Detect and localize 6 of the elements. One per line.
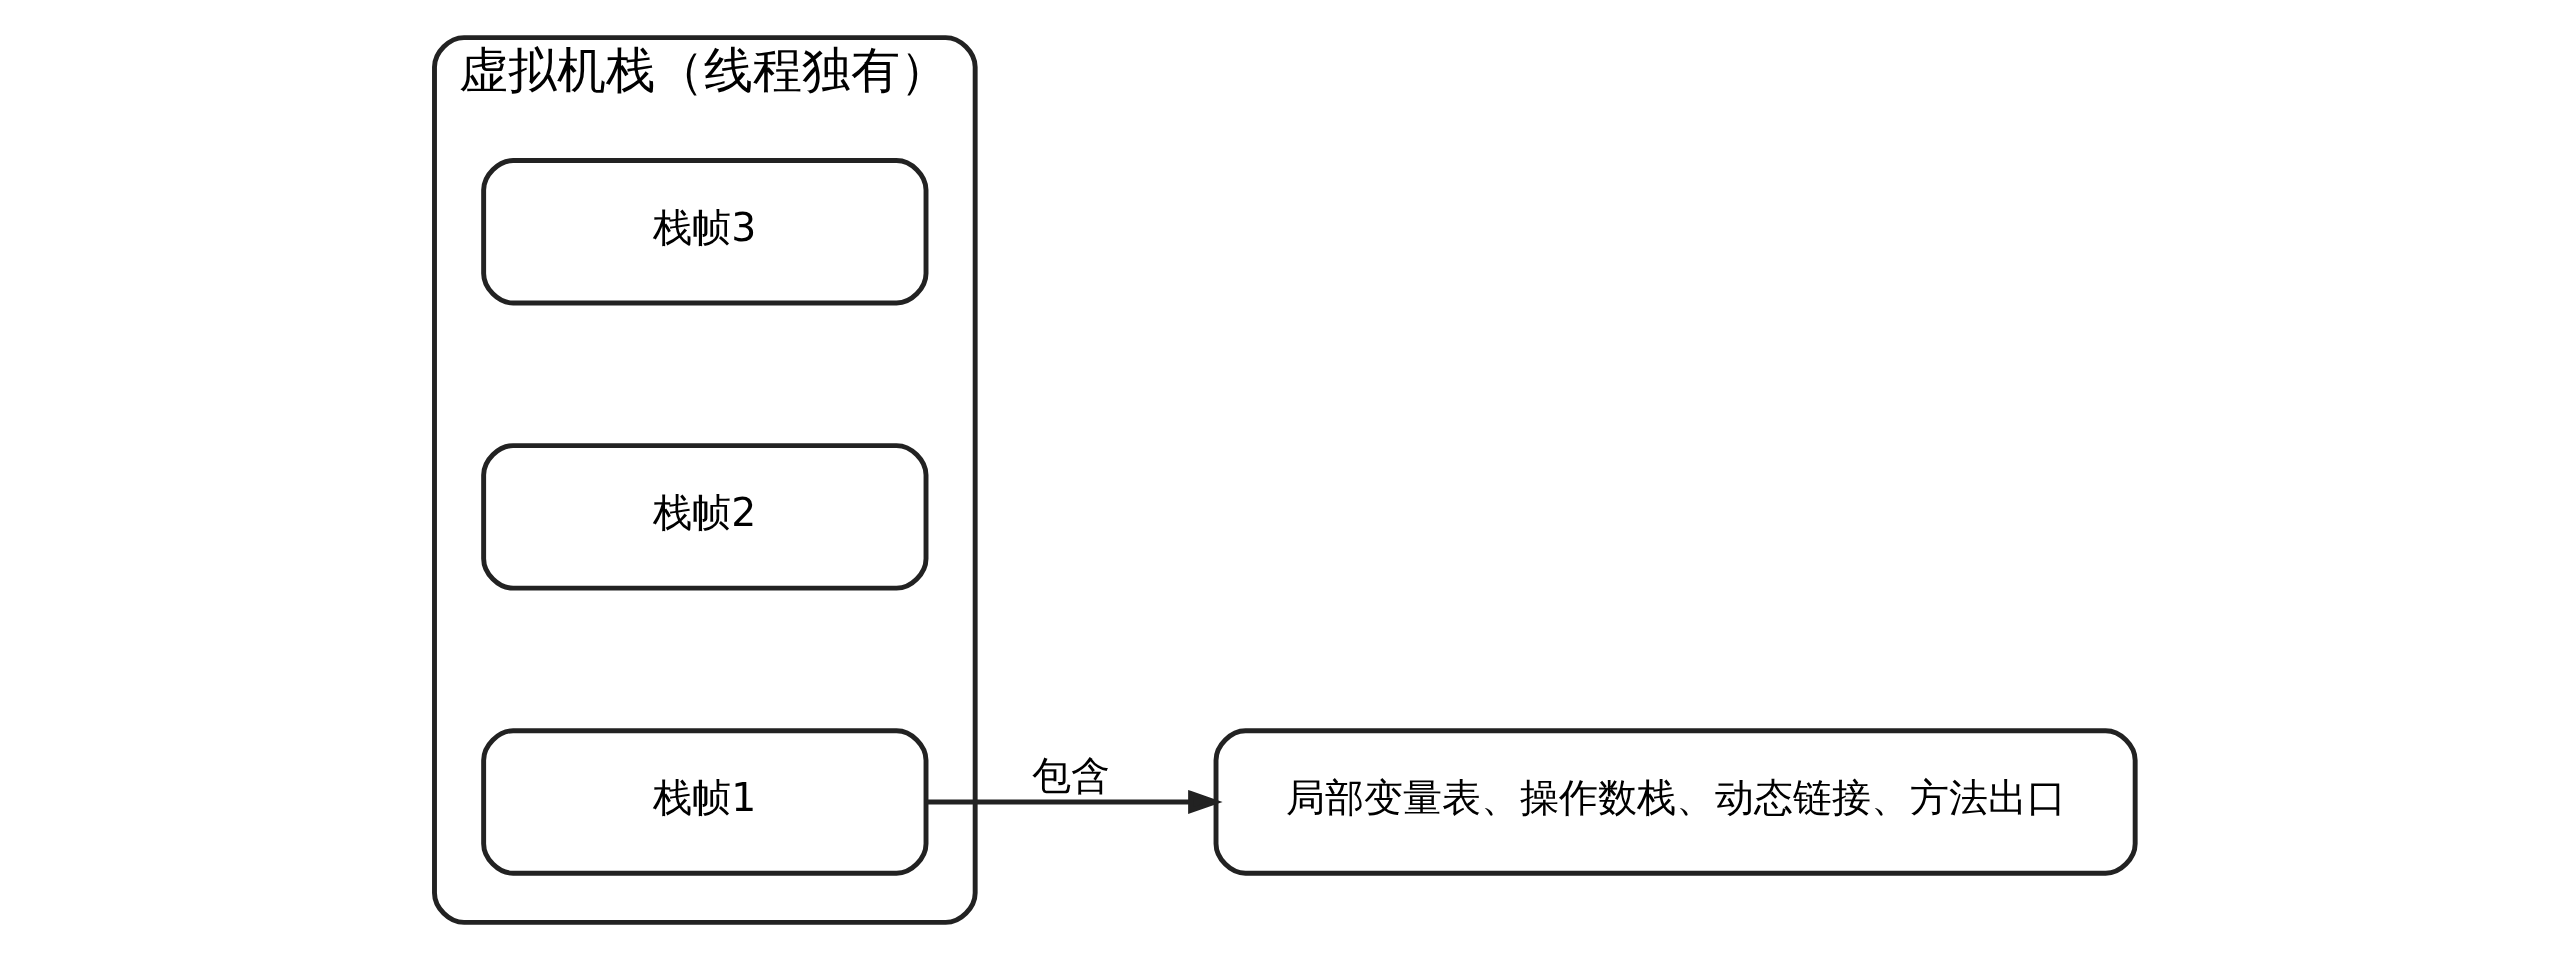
node-box: 栈帧2 bbox=[481, 443, 929, 591]
edge-label: 包含 bbox=[1032, 753, 1111, 799]
node-box: 栈帧1 bbox=[481, 728, 929, 876]
node-box: 栈帧3 bbox=[481, 158, 929, 306]
arrow bbox=[926, 789, 1223, 814]
node-box: 局部变量表、操作数栈、动态链接、方法出口 bbox=[1213, 728, 2138, 876]
